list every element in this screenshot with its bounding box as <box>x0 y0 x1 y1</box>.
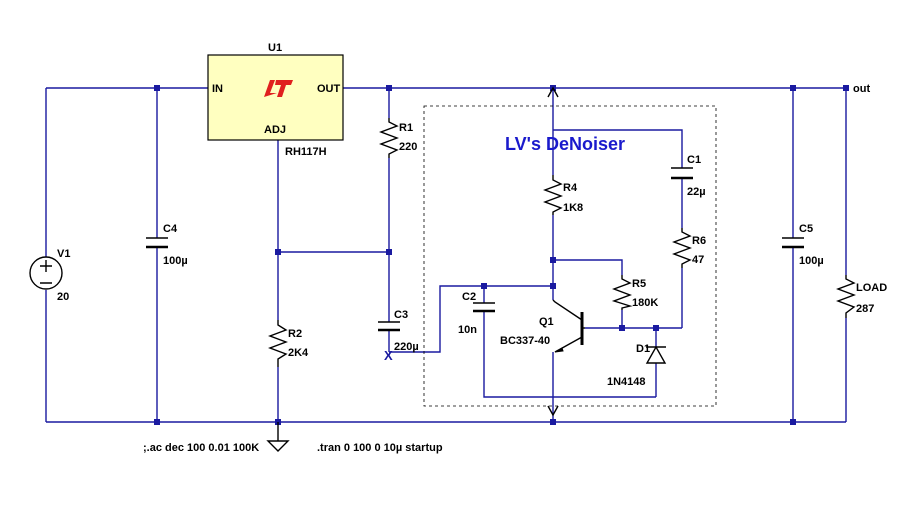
regulator-body <box>207 54 344 141</box>
u1-pin-in-label: IN <box>212 83 223 95</box>
c2-value-label: 10n <box>458 324 477 336</box>
u1-part-label: RH117H <box>285 146 327 158</box>
u1-ref-label: U1 <box>268 42 282 54</box>
capacitor-c4[interactable] <box>146 237 168 249</box>
load-value-label: 287 <box>856 303 874 315</box>
voltage-source-v1[interactable] <box>29 256 63 290</box>
r4-value-label: 1K8 <box>563 202 583 214</box>
c3-value-label: 220µ <box>394 341 419 353</box>
capacitor-c5[interactable] <box>782 237 804 249</box>
junction-dots <box>154 85 849 425</box>
u1-pin-out-label: OUT <box>317 83 341 95</box>
r5-value-label: 180K <box>632 297 658 309</box>
q1-part-label: BC337-40 <box>500 335 550 347</box>
resistor-load[interactable] <box>836 275 856 318</box>
r4-ref-label: R4 <box>563 182 578 194</box>
wire-r4-r5 <box>553 259 623 328</box>
v1-value-label: 20 <box>57 291 69 303</box>
wire-c3-c2 <box>389 285 555 353</box>
u1-pin-adj-label: ADJ <box>264 124 286 136</box>
denoiser-block-outline <box>423 105 717 407</box>
c4-value-label: 100µ <box>163 255 188 267</box>
d1-part-label: 1N4148 <box>607 376 646 388</box>
wire-c1-r6 <box>553 129 683 328</box>
resistor-r2[interactable] <box>268 320 288 367</box>
diode-d1[interactable] <box>645 345 667 364</box>
capacitor-c1[interactable] <box>671 167 693 180</box>
wires <box>45 87 847 423</box>
capacitor-c2[interactable] <box>473 302 495 313</box>
d1-ref-label: D1 <box>636 343 650 355</box>
q1-ref-label: Q1 <box>539 316 554 328</box>
r2-value-label: 2K4 <box>288 347 309 359</box>
v1-ref-label: V1 <box>57 248 70 260</box>
c1-value-label: 22µ <box>687 186 706 198</box>
c5-ref-label: C5 <box>799 223 813 235</box>
regulator-u1[interactable] <box>207 54 344 141</box>
net-arrow-down-icon <box>547 405 559 417</box>
load-ref-label: LOAD <box>856 282 887 294</box>
resistor-r5[interactable] <box>611 275 633 310</box>
r6-ref-label: R6 <box>692 235 706 247</box>
ground-icon <box>266 422 290 452</box>
c3-ref-label: C3 <box>394 309 408 321</box>
c2-ref-label: C2 <box>462 291 476 303</box>
r1-value-label: 220 <box>399 141 417 153</box>
r5-ref-label: R5 <box>632 278 646 290</box>
c4-ref-label: C4 <box>163 223 178 235</box>
net-arrow-up-icon <box>547 86 559 98</box>
probe-mark: X <box>384 348 393 363</box>
resistor-r4[interactable] <box>543 175 563 215</box>
denoiser-title: LV's DeNoiser <box>505 134 625 154</box>
r2-ref-label: R2 <box>288 328 302 340</box>
c5-value-label: 100µ <box>799 255 824 267</box>
resistor-r6[interactable] <box>672 228 692 268</box>
capacitor-c3[interactable] <box>378 321 400 332</box>
out-net-label: out <box>853 83 870 95</box>
lt-logo-icon <box>264 80 293 97</box>
tran-directive[interactable]: .tran 0 100 0 10µ startup <box>317 442 443 454</box>
r1-ref-label: R1 <box>399 122 413 134</box>
transistor-q1[interactable] <box>552 299 585 353</box>
ac-directive[interactable]: ;.ac dec 100 0.01 100K <box>143 442 259 454</box>
resistor-r1[interactable] <box>379 118 399 158</box>
c1-ref-label: C1 <box>687 154 701 166</box>
r6-value-label: 47 <box>692 254 704 266</box>
